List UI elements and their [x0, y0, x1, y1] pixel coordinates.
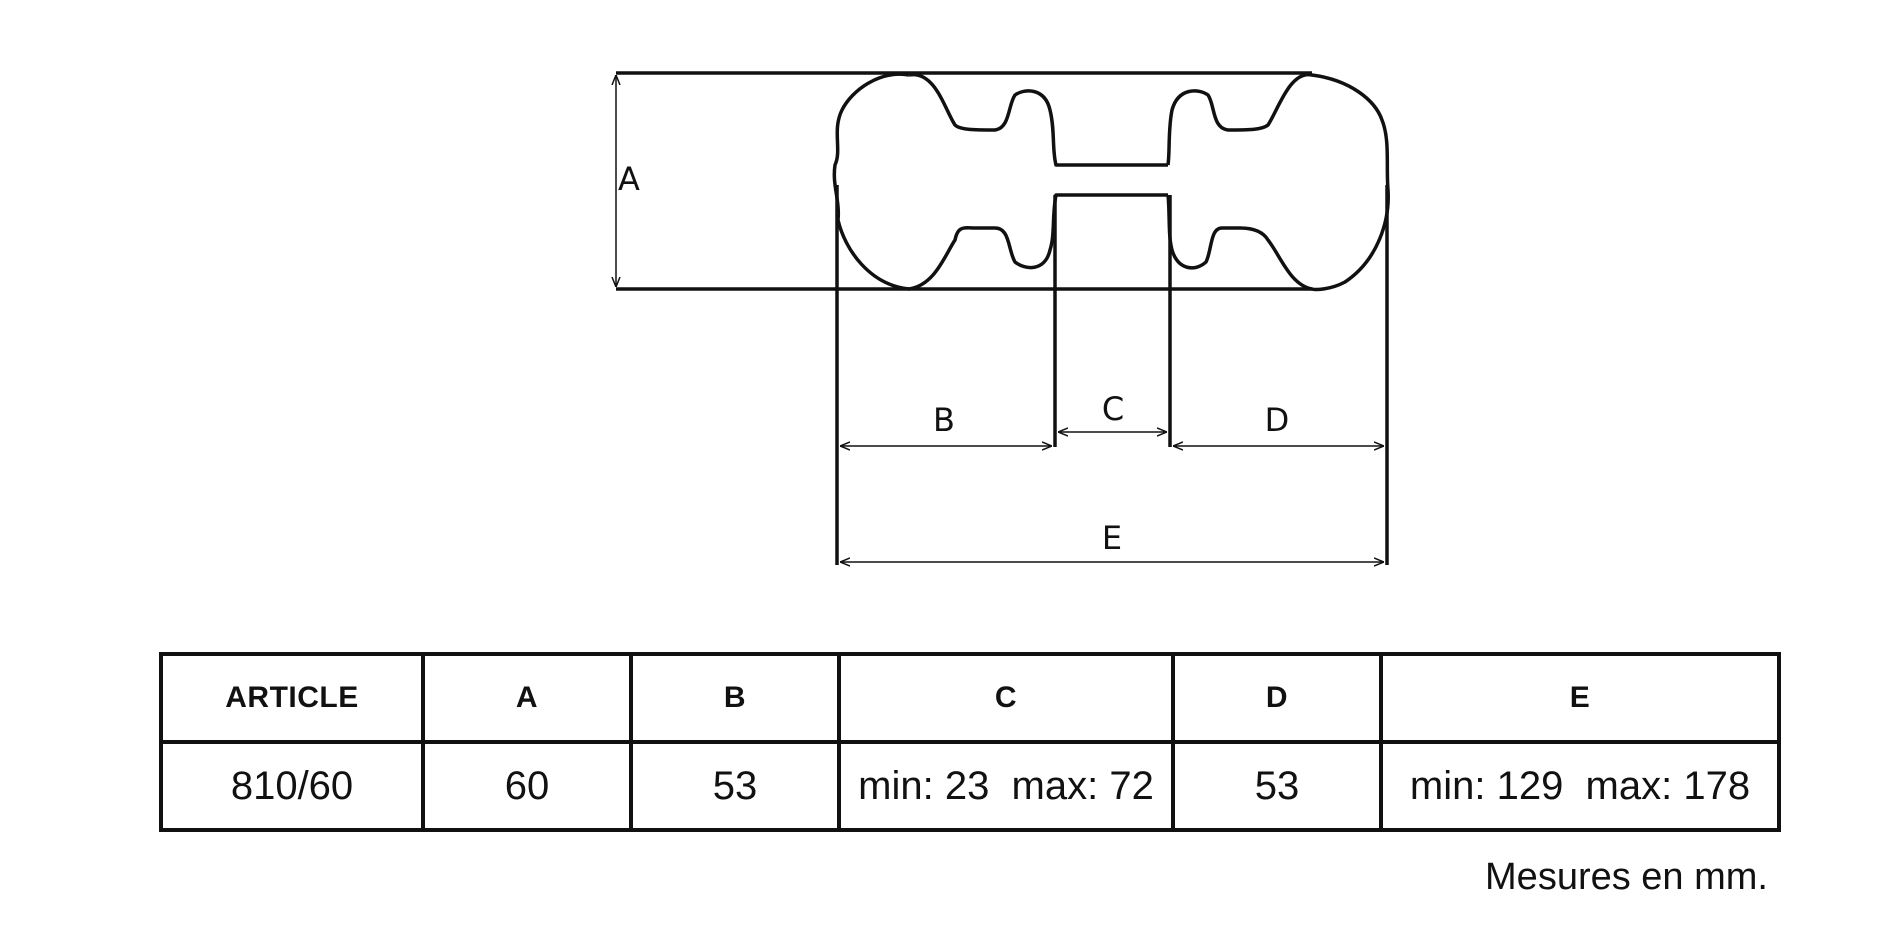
- header-b: B: [629, 652, 841, 744]
- dimensions-table: ARTICLE A B C D E 810/60 60 53 min: 23 m…: [159, 652, 1781, 832]
- cell-e: min: 129 max: 178: [1379, 740, 1781, 832]
- cell-b: 53: [629, 740, 841, 832]
- dimension-label-b: B: [933, 401, 955, 439]
- header-a: A: [421, 652, 633, 744]
- dimension-label-d: D: [1265, 401, 1290, 439]
- dimension-label-e: E: [1102, 519, 1122, 557]
- cell-article: 810/60: [159, 740, 425, 832]
- header-e: E: [1379, 652, 1781, 744]
- dimension-lines: [616, 75, 1384, 562]
- table-header-row: ARTICLE A B C D E: [159, 652, 1781, 744]
- cell-d: 53: [1171, 740, 1383, 832]
- units-note: Mesures en mm.: [1485, 856, 1768, 898]
- cell-c: min: 23 max: 72: [837, 740, 1175, 832]
- profile-outline: [616, 71, 1390, 565]
- cell-a: 60: [421, 740, 633, 832]
- table-row: 810/60 60 53 min: 23 max: 72 53 min: 129…: [159, 740, 1781, 832]
- header-d: D: [1171, 652, 1383, 744]
- header-article: ARTICLE: [159, 652, 425, 744]
- header-c: C: [837, 652, 1175, 744]
- dimension-label-a: A: [618, 160, 640, 198]
- dimension-label-c: C: [1102, 390, 1124, 428]
